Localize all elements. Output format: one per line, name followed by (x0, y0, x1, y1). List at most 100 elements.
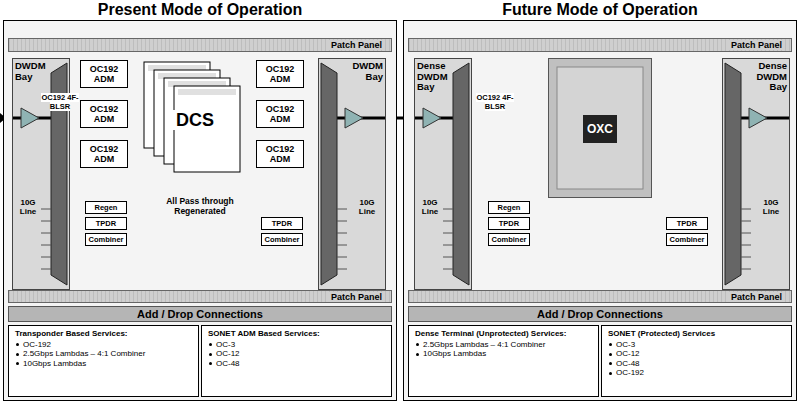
lambda-line (443, 221, 453, 222)
adm-box: OC192 ADM (80, 140, 128, 168)
dcs-page-line (158, 76, 216, 77)
patch-panel-bar: Patch Panel (8, 290, 392, 303)
text-row: Transponder Based Services: (15, 329, 192, 339)
services-box: Dense Terminal (Unprotected) Services: 2.… (408, 325, 599, 397)
patch-panel-bar: Patch Panel (408, 290, 792, 303)
node-label: TPDR (499, 219, 519, 228)
node-label: DWDM Bay (352, 60, 383, 82)
dcs-page-line (178, 92, 236, 93)
text-row: OC192 ADM (81, 104, 127, 124)
text-row: Patch Panel (728, 40, 785, 50)
node-label: OC192 ADM (266, 104, 295, 124)
lambda-line (41, 233, 51, 234)
label-text: OC192 4F-BLSR (41, 93, 78, 111)
text-area: Add / Drop Connections (9, 307, 391, 321)
lambda-line (337, 233, 347, 234)
dcs-page-line (178, 90, 236, 91)
bullet-item: 10Gbps Lambdas (15, 359, 192, 369)
panel-title: Present Mode of Operation (98, 1, 302, 18)
lambda-line (337, 209, 347, 210)
text-area: Dense Terminal (Unprotected) Services: 2.… (409, 326, 598, 396)
text-row: OC192 ADM (81, 64, 127, 84)
bay-illustration (319, 59, 385, 289)
note-label: All Pass through Regenerated (160, 196, 240, 216)
bullet-item: OC-3 (208, 340, 385, 350)
node-label: OC-3 (616, 340, 635, 349)
label-text: All Pass through Regenerated (166, 196, 234, 216)
text-row: Dense DWDM Bay (743, 61, 787, 93)
label-text: 10G Line (763, 198, 779, 216)
services-box: SONET ADM Based Services:OC-3OC-12OC-48 (201, 325, 392, 397)
node-label: OXC (583, 115, 617, 143)
bullet-item: 2.5Gbps Lambdas – 4:1 Combiner (415, 340, 592, 350)
list-heading: Dense Terminal (Unprotected) Services: (415, 329, 566, 338)
text-area: OC192 ADM (81, 61, 127, 87)
node-label: Combiner (669, 235, 704, 244)
services-box: Transponder Based Services:OC-1922.5Gbps… (8, 325, 199, 397)
node-label: Dense DWDM Bay (756, 60, 787, 92)
node-label: OC192 ADM (90, 144, 119, 164)
text-row: Patch Panel (328, 292, 385, 302)
text-area: SONET (Protected) ServicesOC-3OC-12OC-48… (602, 326, 791, 396)
line-rate-label: 10G Line (756, 198, 786, 216)
amplifier-symbol (345, 108, 363, 128)
text-area: OC192 ADM (257, 141, 303, 167)
node-label: OC192 ADM (90, 104, 119, 124)
text-area: OC192 ADM (257, 101, 303, 127)
dcs-page-line (168, 82, 226, 83)
node-label: Combiner (264, 235, 299, 244)
text-area: DWDM Bay (15, 61, 53, 82)
text-area: OC192 ADM (81, 101, 127, 127)
node-label: Patch Panel (728, 292, 785, 302)
text-row: OC192 ADM (257, 144, 303, 164)
node-label: Add / Drop Connections (537, 308, 663, 320)
dcs-page-line (168, 84, 226, 85)
text-row: Combiner (491, 235, 526, 244)
node-label: OC-12 (216, 349, 240, 358)
mode-panel: Future Mode of OperationPatch PanelDense… (403, 0, 797, 401)
text-area: Future Mode of Operation (403, 0, 797, 20)
node-label: Combiner (88, 235, 123, 244)
text-row: Regen (498, 203, 521, 212)
adm-box: OC192 ADM (256, 60, 304, 88)
lambda-line (741, 221, 751, 222)
node-label: OC-3 (216, 340, 235, 349)
bullet-item: OC-12 (208, 349, 385, 359)
text-row: Patch Panel (728, 292, 785, 302)
label-text: 10G Line (422, 198, 438, 216)
text-row: Add / Drop Connections (537, 308, 663, 320)
node-label: Regen (95, 203, 118, 212)
amplifier-symbol (423, 108, 441, 128)
node-label: DWDM Bay (15, 60, 46, 82)
bullet-dot (209, 353, 212, 356)
lambda-line (337, 221, 347, 222)
text-area: Regen (86, 202, 126, 213)
lambda-line (443, 257, 453, 258)
node-label: Combiner (491, 235, 526, 244)
text-area: Patch Panel (9, 291, 391, 302)
bullet-dot (609, 372, 612, 375)
lambda-line (741, 209, 751, 210)
equipment-box: Combiner (85, 233, 127, 246)
amplifier-symbol (21, 108, 39, 128)
bullet-dot (16, 362, 19, 365)
text-row: TPDR (96, 219, 116, 228)
text-row: OC192 ADM (81, 144, 127, 164)
lambda-line (741, 269, 751, 270)
bullet-dot (609, 343, 612, 346)
node-label: DCS (173, 110, 217, 130)
text-row: OXC (583, 119, 617, 137)
text-area: DCS (140, 58, 250, 182)
text-row: Dense DWDM Bay (417, 61, 455, 93)
equipment-box: TPDR (666, 217, 708, 230)
lambda-line (41, 209, 51, 210)
bullet-item: 10Gbps Lambdas (415, 349, 592, 359)
text-area: TPDR (489, 218, 529, 229)
text-row: Dense Terminal (Unprotected) Services: (415, 329, 592, 339)
node-label: TPDR (272, 219, 292, 228)
adm-box: OC192 ADM (80, 60, 128, 88)
mux-symbol (453, 63, 469, 285)
equipment-box: TPDR (261, 217, 303, 230)
text-row: Combiner (669, 235, 704, 244)
dwdm-bay: DWDM Bay (318, 58, 386, 290)
